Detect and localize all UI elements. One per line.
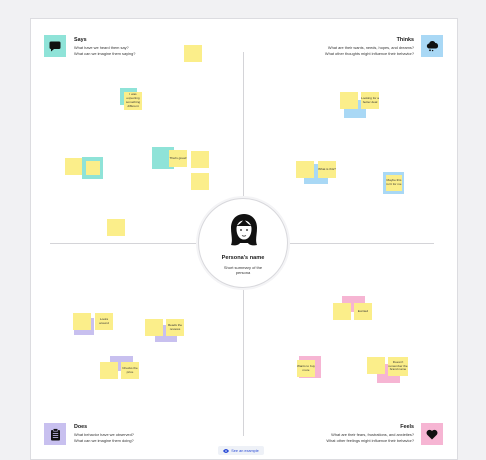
does-title: Does bbox=[74, 424, 88, 430]
sticky-note[interactable] bbox=[86, 161, 100, 175]
see-example-button[interactable]: See an example bbox=[218, 446, 264, 455]
sticky-note[interactable]: Looking for a better deal bbox=[361, 92, 379, 109]
does-description-line2: What can we imagine them doing? bbox=[74, 438, 134, 443]
horizontal-divider-left bbox=[50, 243, 198, 244]
sticky-note[interactable]: Maybe this isn't for me bbox=[386, 175, 402, 191]
sticky-note[interactable]: Checks the price bbox=[121, 362, 139, 379]
sticky-note[interactable] bbox=[333, 303, 351, 320]
sticky-note[interactable] bbox=[191, 151, 209, 168]
feels-description-line1: What are their fears, frustrations, and … bbox=[331, 432, 414, 437]
thinks-title: Thinks bbox=[396, 37, 414, 43]
sticky-note[interactable]: Looks around bbox=[95, 313, 113, 330]
persona-summary: Short summary of the persona bbox=[223, 265, 263, 275]
sticky-note[interactable]: Reads the reviews bbox=[166, 319, 184, 336]
persona-portrait-icon bbox=[231, 214, 257, 246]
persona-name: Persona's name bbox=[221, 255, 265, 261]
sticky-note[interactable] bbox=[184, 45, 202, 62]
feels-description-line2: What other feelings might influence thei… bbox=[326, 438, 414, 443]
sticky-note[interactable] bbox=[107, 219, 125, 236]
clipboard-icon bbox=[44, 423, 66, 445]
feels-title: Feels bbox=[400, 424, 414, 430]
sticky-note[interactable]: Doesn't remember the brand name bbox=[388, 357, 408, 376]
sticky-note[interactable]: Wants to buy more bbox=[297, 360, 315, 377]
sticky-note[interactable]: That's great! bbox=[169, 150, 187, 167]
says-description-line2: What can we imagine them saying? bbox=[74, 51, 136, 56]
thought-cloud-icon bbox=[421, 35, 443, 57]
eye-icon bbox=[223, 448, 230, 453]
heart-icon bbox=[421, 423, 443, 445]
persona-circle: Persona's name Short summary of the pers… bbox=[198, 198, 288, 288]
says-description-line1: What have we heard them say? bbox=[74, 45, 129, 50]
says-title: Says bbox=[74, 37, 87, 43]
sticky-note[interactable] bbox=[191, 173, 209, 190]
thinks-description-line2: What other thoughts might influence thei… bbox=[324, 51, 414, 56]
vertical-divider-bottom bbox=[243, 288, 244, 436]
sticky-note[interactable]: What is this? bbox=[318, 161, 336, 178]
sticky-note-backing[interactable] bbox=[152, 147, 174, 169]
sticky-note[interactable]: I was expecting something different bbox=[124, 92, 142, 110]
see-example-label: See an example bbox=[231, 448, 259, 453]
sticky-note[interactable] bbox=[367, 357, 385, 374]
sticky-note[interactable]: Excited bbox=[354, 303, 372, 320]
sticky-note[interactable] bbox=[296, 161, 314, 178]
sticky-note[interactable] bbox=[145, 319, 163, 336]
sticky-note[interactable] bbox=[100, 362, 118, 379]
sticky-note[interactable] bbox=[73, 313, 91, 330]
vertical-divider-top bbox=[243, 52, 244, 200]
does-description-line1: What behavior have we observed? bbox=[74, 432, 134, 437]
thinks-description-line1: What are their wants, needs, hopes, and … bbox=[327, 45, 414, 50]
horizontal-divider-right bbox=[288, 243, 434, 244]
sticky-note[interactable] bbox=[65, 158, 83, 175]
sticky-note[interactable] bbox=[340, 92, 358, 109]
speech-bubble-icon bbox=[44, 35, 66, 57]
